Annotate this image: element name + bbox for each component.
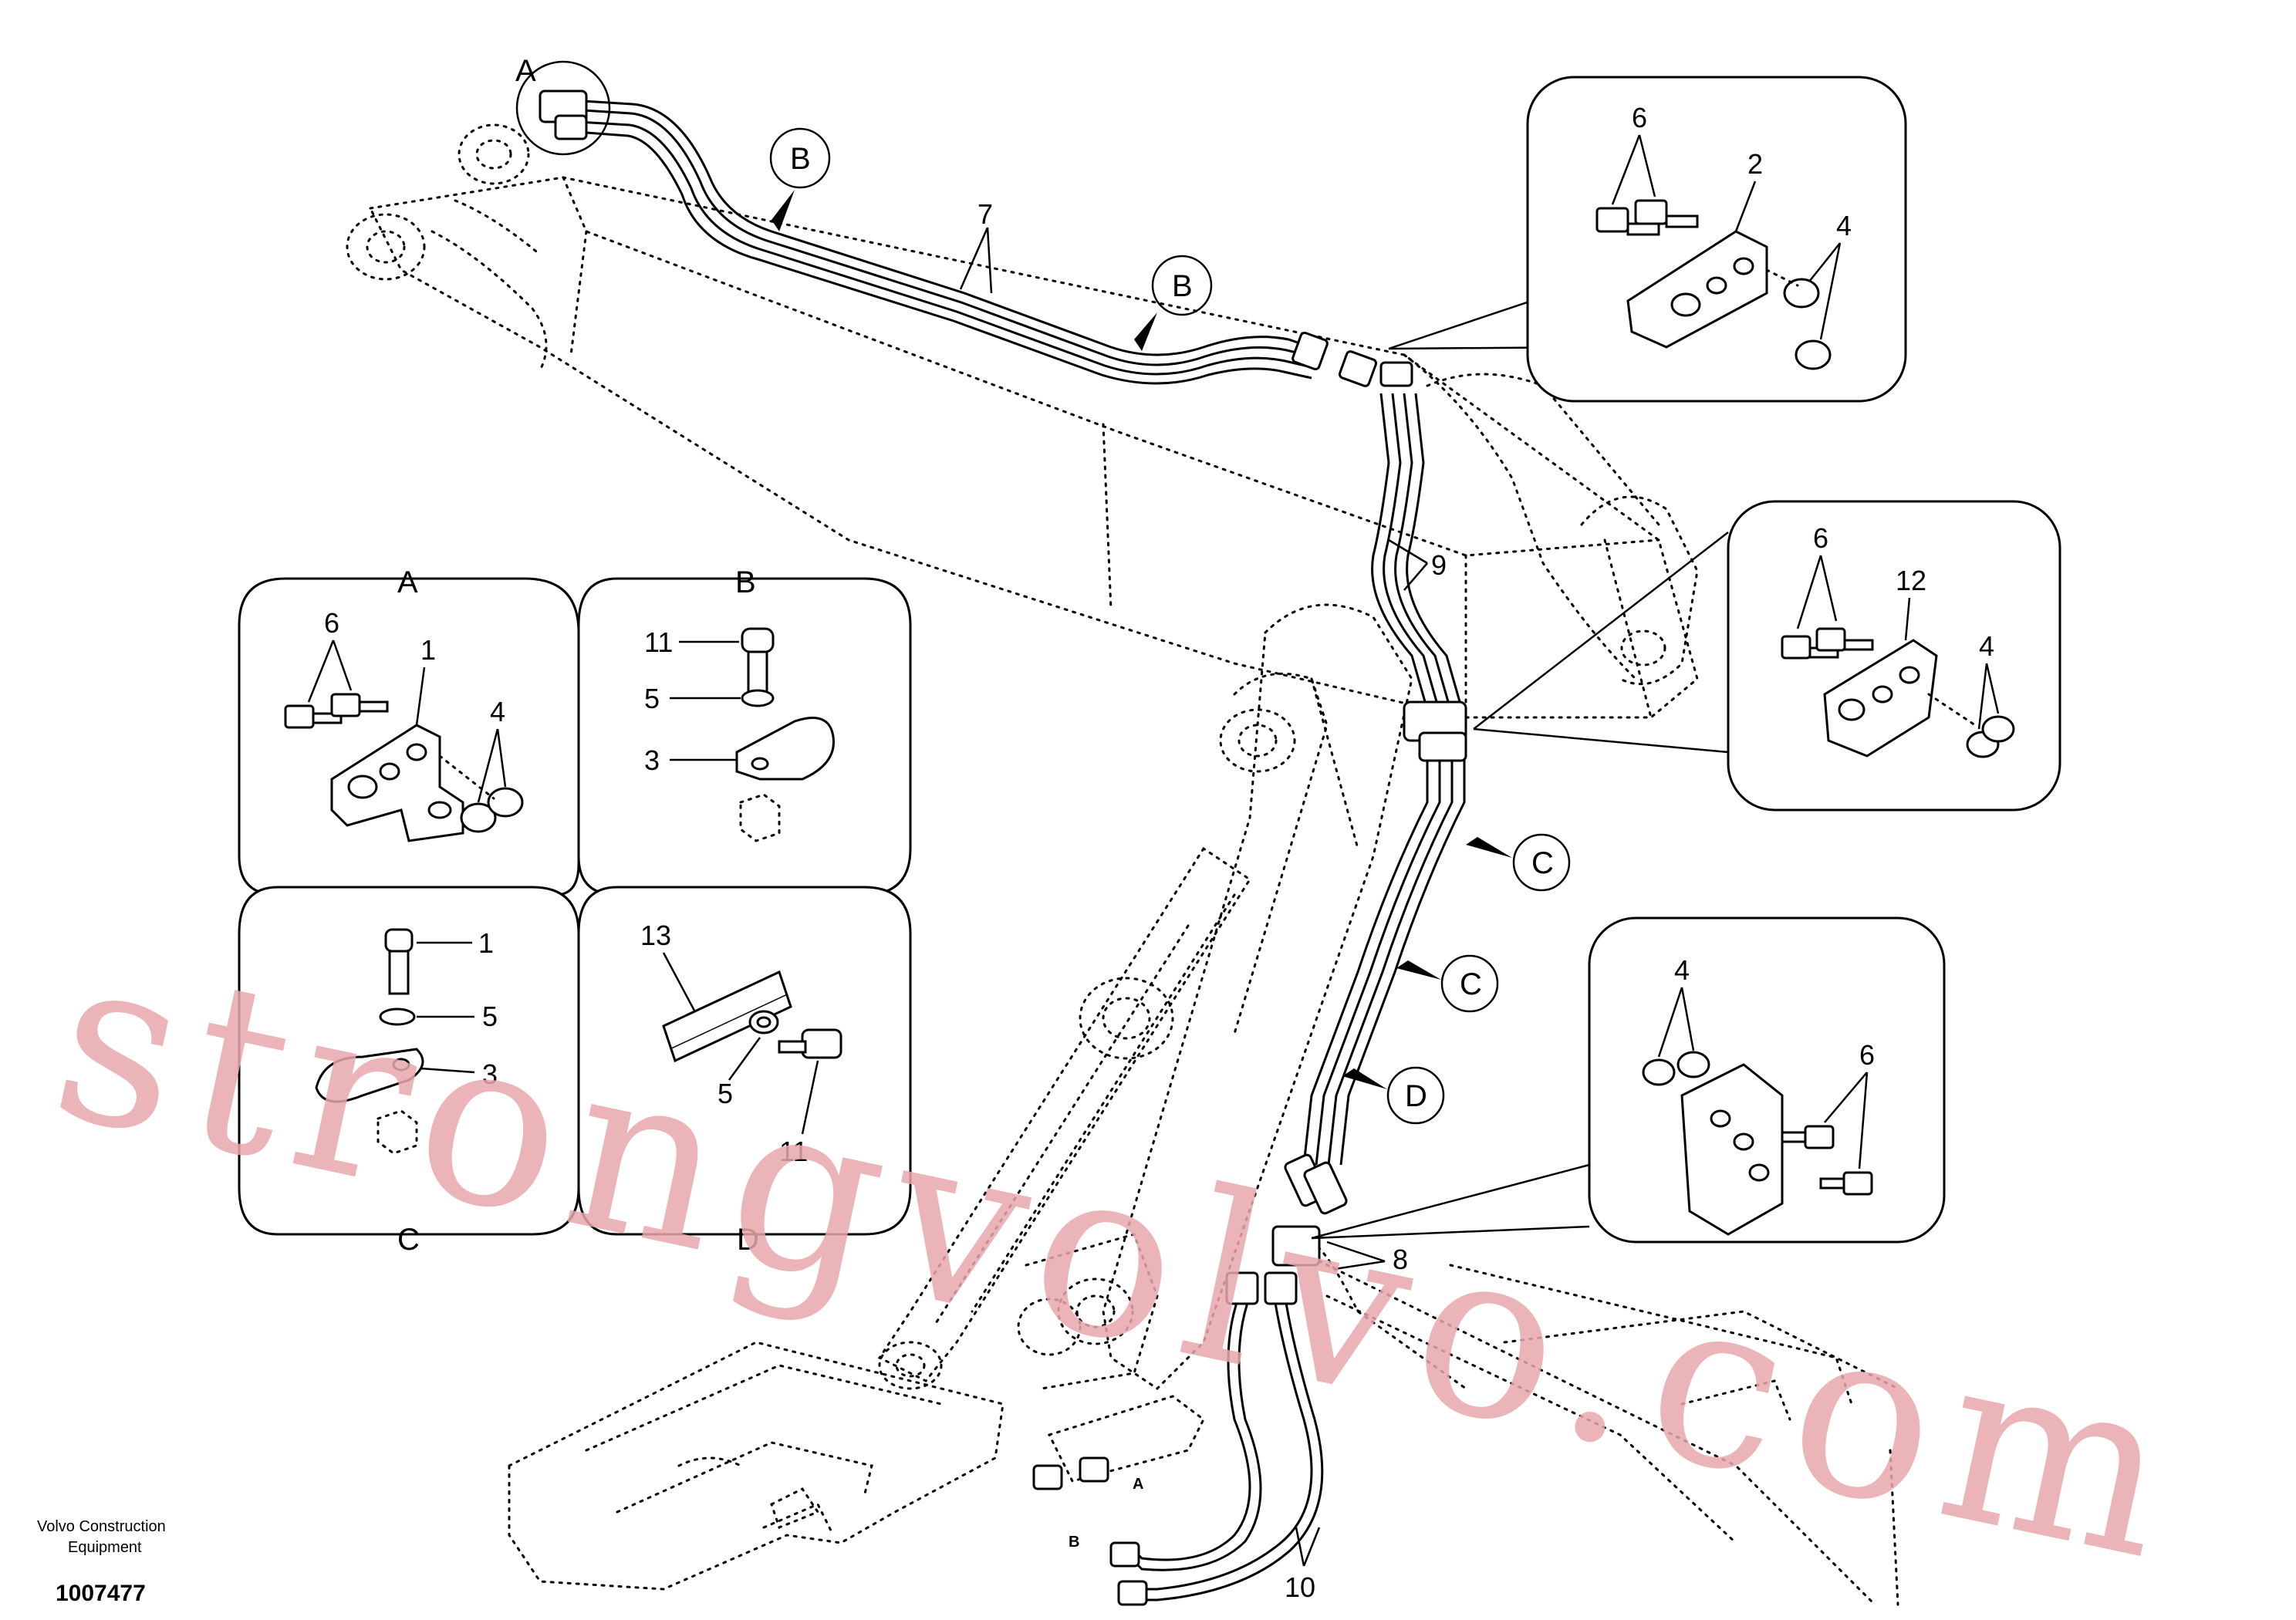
detail-lower-right-label-4: 4 — [1674, 954, 1690, 986]
detail-c-label-3: 3 — [482, 1058, 498, 1090]
section-marker-a-label: A — [515, 54, 536, 88]
section-marker-c-2-label: C — [1460, 967, 1482, 1001]
detail-b-title: B — [735, 565, 756, 599]
port-label-b: B — [1069, 1534, 1079, 1551]
detail-right-label-12: 12 — [1896, 565, 1926, 596]
callout-9-label: 9 — [1431, 549, 1447, 581]
detail-a-label-1: 1 — [420, 634, 436, 666]
detail-a-label-4: 4 — [490, 696, 505, 727]
hydraulic-hose-set-10 — [1133, 1288, 1324, 1601]
excavator-arm-outline — [877, 603, 1413, 1390]
detail-top-label-6: 6 — [1632, 102, 1647, 133]
section-marker-b-1: B — [769, 127, 831, 231]
detail-pane-lower-right: 4 6 — [1311, 916, 1946, 1244]
detail-pane-a: A 6 1 4 — [238, 565, 580, 896]
detail-pane-b: B 11 5 3 — [577, 565, 912, 896]
hose-fittings — [539, 89, 1467, 1606]
footer-company-line1: Volvo Construction — [37, 1518, 166, 1535]
detail-d-label-13: 13 — [640, 920, 671, 951]
hydraulic-hose-set-7 — [570, 99, 1312, 385]
detail-pane-d: D 13 5 11 — [577, 886, 912, 1257]
callout-7: 7 — [959, 198, 993, 294]
section-marker-b-1-label: B — [790, 142, 811, 176]
detail-b-label-3: 3 — [644, 744, 660, 776]
detail-top-label-4: 4 — [1836, 210, 1852, 241]
port-label-a: A — [1133, 1476, 1143, 1493]
detail-pane-top: 6 2 4 — [1388, 76, 1907, 403]
section-marker-a: A — [515, 54, 611, 156]
detail-a-title: A — [397, 565, 418, 599]
footer-company-line2: Equipment — [68, 1539, 142, 1556]
section-marker-d: D — [1342, 1066, 1445, 1125]
section-marker-c-1-label: C — [1531, 846, 1554, 880]
callout-9: 9 — [1388, 538, 1447, 591]
detail-b-label-11: 11 — [644, 626, 673, 658]
hydraulic-hose-set-lower — [1302, 741, 1466, 1166]
detail-right-label-6: 6 — [1813, 522, 1828, 554]
detail-c-label-5: 5 — [482, 1001, 498, 1032]
detail-d-label-11: 11 — [779, 1136, 808, 1167]
detail-pane-c: C 1 5 3 — [238, 886, 580, 1257]
excavator-boom-outline — [346, 123, 1699, 719]
section-marker-d-label: D — [1405, 1079, 1427, 1113]
detail-pane-right: 6 12 4 — [1473, 500, 2061, 812]
detail-b-label-5: 5 — [644, 683, 660, 714]
section-marker-b-2: B — [1134, 255, 1213, 351]
callout-8: 8 — [1326, 1240, 1408, 1275]
detail-top-label-2: 2 — [1747, 148, 1763, 180]
footer-doc-id: 1007477 — [56, 1581, 146, 1606]
callout-10-label: 10 — [1285, 1571, 1315, 1603]
detail-c-label-1: 1 — [478, 927, 494, 959]
detail-lower-right-label-6: 6 — [1859, 1039, 1875, 1071]
callout-7-label: 7 — [977, 198, 993, 230]
detail-c-title: C — [397, 1223, 420, 1257]
detail-d-label-5: 5 — [718, 1078, 733, 1109]
detail-right-label-4: 4 — [1979, 630, 1994, 662]
detail-a-label-6: 6 — [324, 607, 339, 639]
excavator-base-outline — [508, 1240, 1899, 1606]
detail-d-title: D — [737, 1223, 759, 1257]
section-marker-b-2-label: B — [1172, 269, 1193, 303]
section-marker-c-1: C — [1466, 833, 1571, 892]
callout-10: 10 — [1285, 1527, 1321, 1603]
callout-8-label: 8 — [1393, 1244, 1408, 1275]
hydraulic-hose-set-9 — [1371, 393, 1464, 710]
section-marker-c-2: C — [1396, 954, 1499, 1013]
